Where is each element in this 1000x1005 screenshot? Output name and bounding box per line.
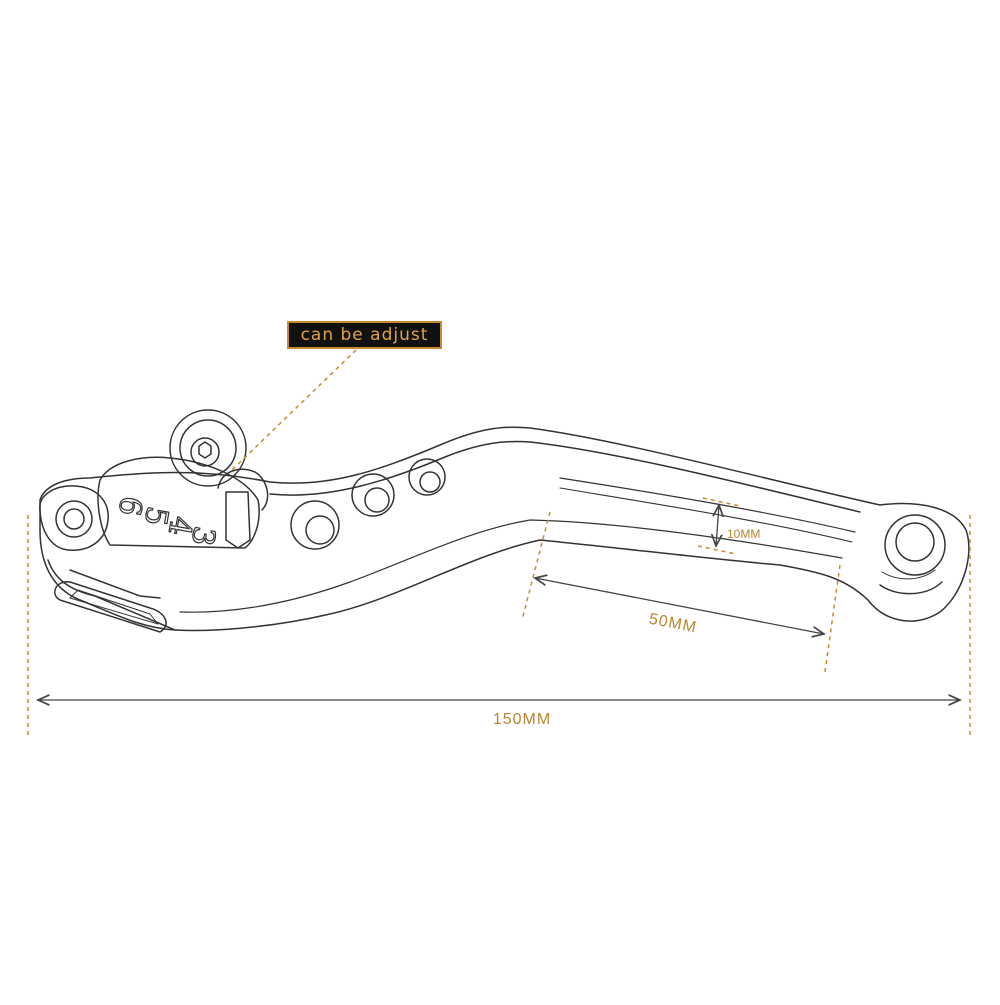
lever-bottom-edge [179,519,843,613]
tip-hole [884,514,946,576]
lever-groove [559,477,856,533]
extension-line-50-right [824,564,841,673]
adjuster-knob-inner [179,419,237,477]
pivot-hole [55,500,93,538]
extension-line-10-bottom [697,545,737,555]
pivot-head [39,485,109,551]
digit-6: 6 [111,494,149,519]
lightening-hole-2 [351,473,395,517]
callout-box: can be adjust [287,321,442,349]
dimension-label-50: 50MM [647,611,698,637]
lever-outline [39,409,970,633]
tip-slot-2 [881,569,936,580]
lightening-hole-3-inner [419,471,441,493]
lightening-hole-1 [290,500,340,550]
lightening-hole-1-inner [305,515,335,545]
hex-socket [198,441,212,459]
spring-clip [69,569,161,599]
extension-line-10-top [702,497,741,507]
engraved-digits: 3 4 5 6 [110,493,222,549]
adjuster-knob [169,409,247,487]
dimension-arrow-10 [716,505,719,546]
dimension-label-150: 150MM [493,711,551,728]
adjuster-pin [225,491,251,549]
adjuster-arm [217,468,269,511]
callout-leader [231,349,357,471]
lightening-hole-3 [408,458,446,496]
adjuster-plate [97,456,260,549]
lever-top-edge [269,440,861,513]
lever-groove-inner [559,487,853,543]
dimension-label-10: 10MM [727,527,760,541]
lever-body [39,426,970,632]
dimension-arrow-50 [535,578,824,634]
slot-inner [69,589,159,625]
lightening-hole-2-inner [364,487,390,513]
pivot-hole-inner [63,508,85,530]
extension-line-50-left [521,511,551,621]
callout-text: can be adjust [300,325,429,345]
tip-slot [879,581,943,595]
adjuster-screw [190,437,220,467]
tip-hole-inner [895,522,935,562]
slot-outer [54,581,167,633]
